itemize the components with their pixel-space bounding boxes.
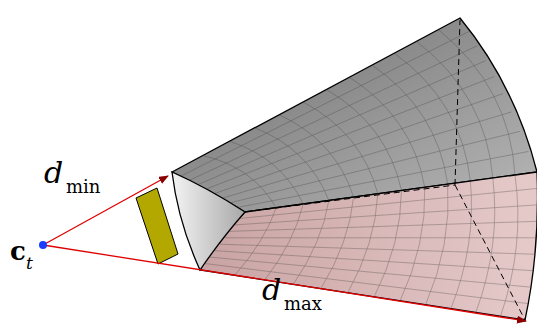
grid-line [221,112,512,199]
near-face [172,172,245,270]
grid-line [374,191,401,297]
point-name: c [10,238,26,264]
grid-line [279,115,353,197]
max-ray [43,245,526,321]
grid-line [321,197,354,288]
subscript: min [66,178,100,196]
grid-line [220,244,534,254]
grid-line [303,102,378,194]
grid-line [265,204,303,280]
grid-line [188,46,477,181]
grid-line [204,77,494,190]
grid-line [372,65,448,184]
lower-wedge [200,172,537,320]
grid-line [196,61,485,186]
grid-line [237,151,529,207]
grid-line [215,251,532,271]
grid-line [240,188,537,218]
hidden-edge [245,20,525,320]
grid-line [476,178,495,312]
grid-line [210,257,530,287]
grid-line [229,131,520,203]
grid-line [416,41,492,178]
grid-line [400,187,425,300]
grid-line [451,181,472,308]
grid-line [394,53,470,181]
image-plane [136,188,178,264]
grid-line [293,201,329,285]
grid-line [438,30,515,175]
grid-line [426,184,449,304]
grid-line [205,264,528,304]
camera-center [39,241,47,249]
grid-line [230,221,536,231]
grid-line [501,175,518,316]
grid-line [235,208,276,276]
subscript: max [284,295,322,313]
grid-line [326,89,401,190]
grid-line [349,77,424,187]
distance-symbol: d [44,158,63,188]
grid-line [255,128,329,201]
grid-lines [180,30,537,317]
subscript: t [26,255,33,272]
distance-symbol: d [262,275,281,305]
grid-line [229,141,303,204]
grid-line [348,194,378,293]
grid-line [213,94,503,195]
grid-line [225,237,536,238]
